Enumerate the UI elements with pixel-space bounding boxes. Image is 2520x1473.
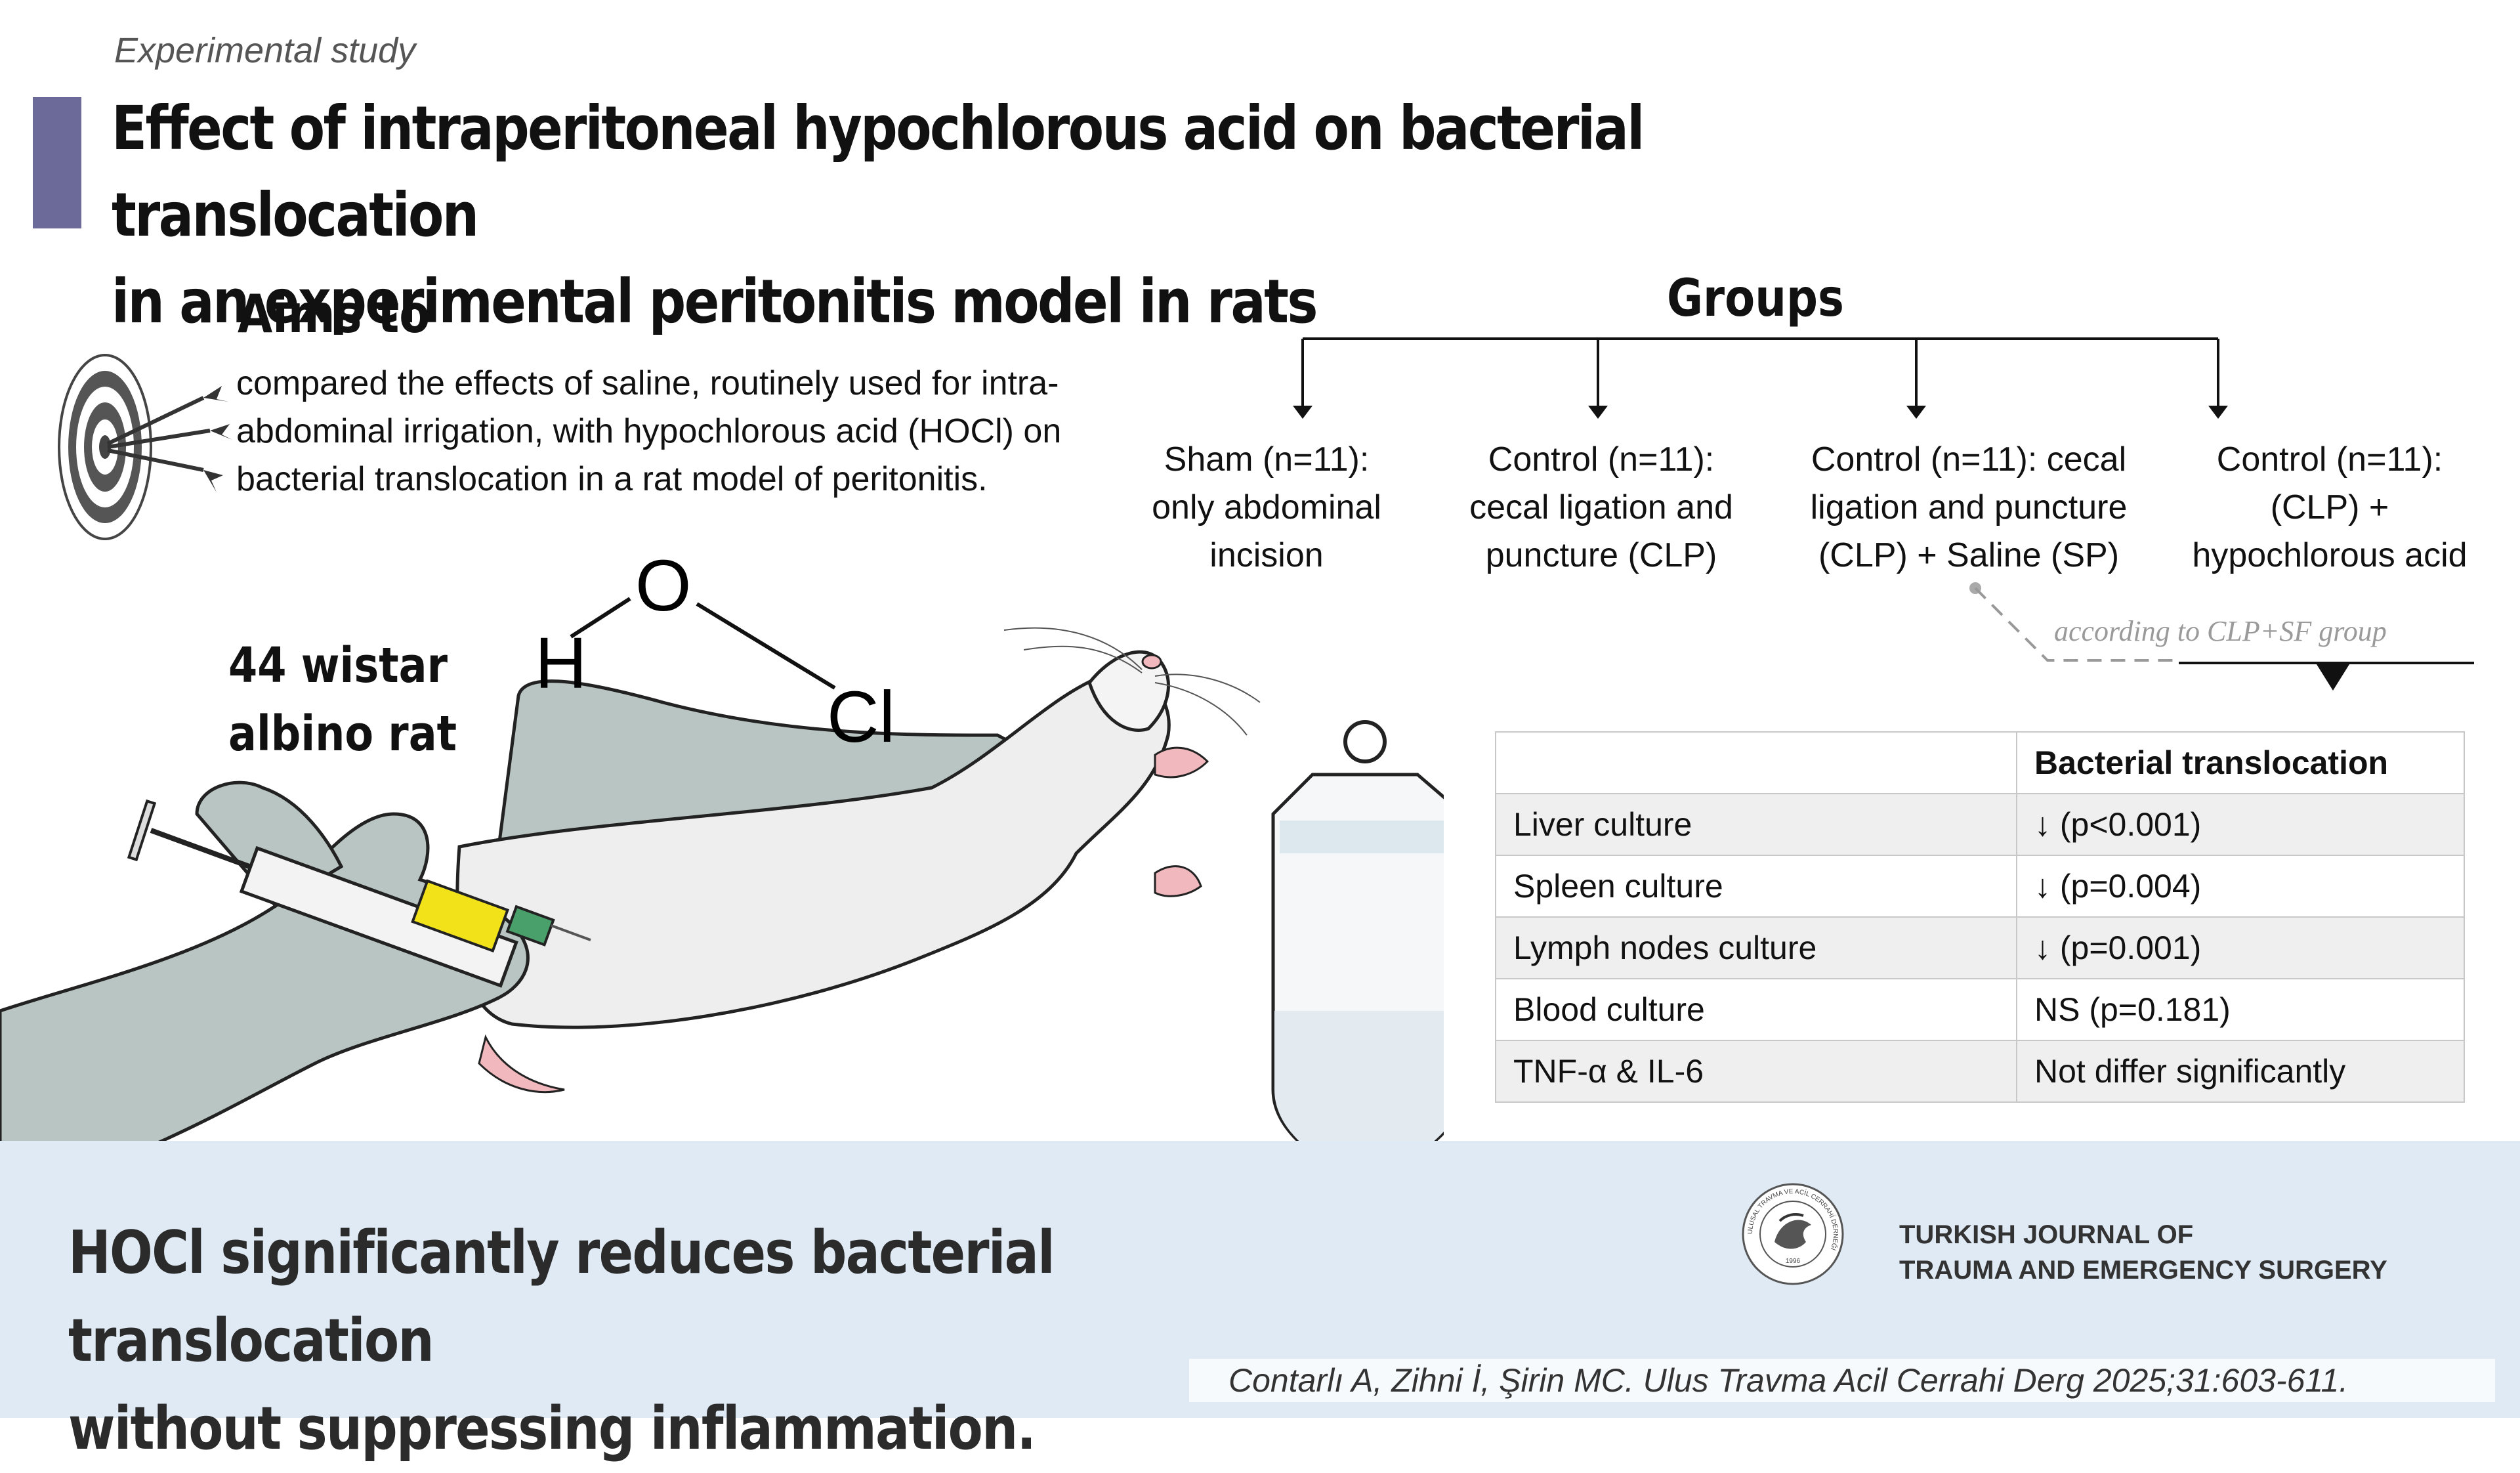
- journal-name: TURKISH JOURNAL OF TRAUMA AND EMERGENCY …: [1899, 1217, 2387, 1288]
- group-clp-saline-line-3: (CLP) + Saline (SP): [1818, 536, 2120, 574]
- table-cell-label: TNF-α & IL-6: [1495, 1040, 2017, 1103]
- aims-heading: Aims to: [238, 284, 430, 345]
- syringe-illustration: [127, 799, 591, 988]
- table-cell-value: NS (p=0.181): [2016, 978, 2465, 1041]
- chem-chlorine: Cl: [827, 677, 895, 758]
- table-header-translocation: Bacterial translocation: [2016, 731, 2465, 794]
- conclusion-text: HOCl significantly reduces bacterial tra…: [68, 1209, 1366, 1473]
- group-sham: Sham (n=11): only abdominal incision: [1129, 436, 1404, 580]
- group-clp-hocl-line-3: hypochlorous acid: [2192, 536, 2468, 574]
- table-cell-value: ↓ (p=0.004): [2016, 855, 2465, 918]
- chem-oxygen: O: [635, 545, 692, 626]
- subjects-line-2: albino rat: [228, 706, 457, 762]
- table-cell-label: Spleen culture: [1495, 855, 2017, 918]
- chem-hydrogen: H: [535, 623, 587, 704]
- subjects-line-1: 44 wistar: [228, 637, 448, 694]
- group-sham-line-3: incision: [1209, 536, 1324, 574]
- rat-body: [455, 672, 1171, 1029]
- group-clp-saline-line-1: Control (n=11): cecal: [1811, 440, 2127, 479]
- rat-head: [1087, 650, 1170, 732]
- citation-text: Contarlı A, Zihni İ, Şirin MC. Ulus Trav…: [1228, 1362, 2349, 1399]
- target-icon: [58, 354, 232, 540]
- journal-name-line-2: TRAUMA AND EMERGENCY SURGERY: [1899, 1256, 2387, 1285]
- results-table: Bacterial translocation Liver culture ↓ …: [1495, 731, 2465, 1103]
- table-header-row: Bacterial translocation: [1495, 731, 2465, 794]
- conclusion-line-1: HOCl significantly reduces bacterial tra…: [68, 1218, 1055, 1375]
- title-line-1: Effect of intraperitoneal hypochlorous a…: [112, 93, 1645, 250]
- table-row: TNF-α & IL-6 Not differ significantly: [1495, 1040, 2465, 1103]
- table-cell-label: Liver culture: [1495, 793, 2017, 856]
- title-accent-bar: [33, 97, 81, 228]
- table-row: Liver culture ↓ (p<0.001): [1495, 793, 2465, 856]
- group-clp-line-2: cecal ligation and: [1469, 488, 1733, 526]
- table-cell-value: ↓ (p<0.001): [2016, 793, 2465, 856]
- group-clp-hocl-line-2: (CLP) +: [2270, 488, 2389, 526]
- table-header-blank: [1495, 731, 2017, 794]
- comparison-note: according to CLP+SF group: [2054, 615, 2387, 647]
- aims-text: compared the effects of saline, routinel…: [236, 364, 1062, 498]
- group-clp-saline: Control (n=11): cecal ligation and punct…: [1785, 436, 2152, 580]
- group-clp-hocl: Control (n=11): (CLP) + hypochlorous aci…: [2166, 436, 2494, 580]
- group-clp-saline-line-2: ligation and puncture: [1810, 488, 2128, 526]
- journal-logo-icon: ULUSAL TRAVMA VE ACİL CERRAHİ DERNEĞİ 19…: [1742, 1183, 1844, 1285]
- citation-background: [1189, 1359, 2495, 1402]
- group-sham-line-2: only abdominal: [1152, 488, 1381, 526]
- table-cell-value: Not differ significantly: [2016, 1040, 2465, 1103]
- group-clp-line-3: puncture (CLP): [1485, 536, 1717, 574]
- group-clp-line-1: Control (n=11):: [1488, 440, 1715, 479]
- table-cell-label: Lymph nodes culture: [1495, 916, 2017, 979]
- groups-heading: Groups: [1667, 269, 1844, 328]
- table-row: Spleen culture ↓ (p=0.004): [1495, 855, 2465, 918]
- study-type-label: Experimental study: [114, 31, 416, 70]
- group-clp-hocl-line-1: Control (n=11):: [2216, 440, 2443, 479]
- table-cell-value: ↓ (p=0.001): [2016, 916, 2465, 979]
- title-line-2: in an experimental peritonitis model in …: [112, 267, 1318, 337]
- page-title: Effect of intraperitoneal hypochlorous a…: [112, 85, 1805, 345]
- conclusion-line-2: without suppressing inflammation.: [68, 1394, 1036, 1463]
- table-row: Blood culture NS (p=0.181): [1495, 978, 2465, 1041]
- table-cell-label: Blood culture: [1495, 978, 2017, 1041]
- journal-name-line-1: TURKISH JOURNAL OF: [1899, 1220, 2194, 1249]
- logo-year: 1996: [1786, 1258, 1801, 1265]
- subjects-count: 44 wistar albino rat: [228, 631, 465, 768]
- group-clp: Control (n=11): cecal ligation and punct…: [1437, 436, 1765, 580]
- table-row: Lymph nodes culture ↓ (p=0.001): [1495, 916, 2465, 979]
- group-sham-line-1: Sham (n=11):: [1164, 440, 1370, 479]
